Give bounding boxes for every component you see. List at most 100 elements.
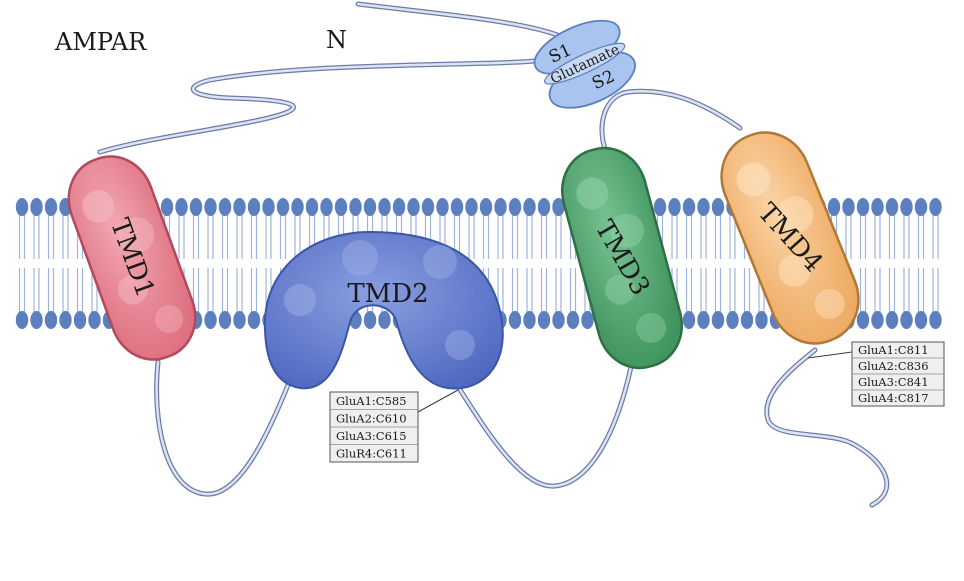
lipid-head [856,198,870,216]
lipid-head [392,198,406,216]
s2-linker-highlight [600,90,742,154]
lipid-head [697,198,710,216]
lipid-head [552,198,565,216]
lipid-head [247,198,261,216]
tmd2-domain: TMD2 [263,230,504,390]
lipid-head [407,198,420,216]
cterm-site-text: GluA3:C841 [858,375,929,389]
lipid-head [755,311,768,329]
loop-tmd1-tmd2-highlight [155,360,292,496]
lipid-head [842,198,855,216]
loop-site-text: GluA1:C585 [336,394,407,408]
lipid-head [189,198,203,216]
lipid-head [247,311,261,329]
lipid-head [871,311,884,329]
lipid-head [914,198,928,216]
lipid-head [929,311,942,329]
lipid-head [349,198,362,216]
lipid-head [204,311,217,329]
lipid-head [59,311,72,329]
lipid-head [262,198,275,216]
tmd1-domain: TMD1 [67,155,197,361]
loop-tmd2-tmd3-highlight [453,360,634,488]
loop-site-text: GluR4:C611 [336,447,407,461]
lipid-head [233,311,246,329]
lipid-head [711,311,725,329]
loop-site-text: GluA3:C615 [336,429,407,443]
lipid-head [523,198,536,216]
lipid-head [900,198,913,216]
lipid-head [73,311,87,329]
cterm-site-text: GluA4:C817 [858,391,929,405]
lipid-head [871,198,884,216]
lipid-head [711,198,725,216]
cterm-site-text: GluA1:C811 [858,343,929,357]
lipid-head [900,311,913,329]
lipid-head [465,198,478,216]
lipid-head [914,311,928,329]
lipid-head [450,198,464,216]
lipid-head [697,311,710,329]
lipid-head [15,198,29,216]
lipid-head [334,198,348,216]
lipid-head [494,198,507,216]
lipid-head [885,198,899,216]
lipid-head [552,311,565,329]
lipid-head [30,311,43,329]
lipid-head [291,198,304,216]
lipid-head [44,311,58,329]
lipid-head [682,198,696,216]
diagram-title: AMPAR [54,28,147,56]
lipid-head [30,198,43,216]
lipid-head [929,198,942,216]
tmd3-domain: TMD3 [560,146,684,370]
lipid-head [566,311,580,329]
cysteine-site-box-loop: GluA1:C585 GluA2:C610 GluA3:C615 GluR4:C… [329,389,459,463]
polypeptide-chain [97,1,890,508]
lipid-head [88,311,101,329]
glutamate-ligand [544,42,626,85]
cysteine-site-box-cterm: GluA1:C811 GluA2:C836 GluA3:C841 GluA4:C… [807,341,945,407]
lipid-head [581,311,594,329]
lipid-head [523,311,536,329]
lipid-head [740,311,754,329]
lipid-head [682,311,696,329]
lipid-head [363,198,377,216]
lipid-head [856,311,870,329]
lipid-head [479,198,493,216]
lipid-head [204,198,217,216]
tmd4-domain: TMD4 [720,131,860,345]
n-terminus-label: N [326,26,347,54]
ligand-binding-domain: S1 Glutamate S2 [533,19,636,109]
lipid-head [508,198,522,216]
lipid-head [15,311,29,329]
cterm-callout-line [807,351,853,359]
lipid-head [378,198,391,216]
lipid-head [421,198,435,216]
cterm-site-text: GluA2:C836 [858,359,929,373]
lipid-head [537,311,551,329]
lipid-head [668,198,681,216]
s2-linker [599,88,743,155]
lipid-head [218,198,232,216]
c-terminal-strand-highlight [765,348,888,507]
loop-site-text: GluA2:C610 [336,412,407,426]
lipid-head [175,198,188,216]
lipid-head [653,198,667,216]
lipid-head [218,311,232,329]
lipid-head [508,311,522,329]
n-terminal-strand-highlight [98,2,572,154]
lipid-head [44,198,58,216]
lipid-head [885,311,899,329]
lipid-head [726,311,739,329]
lipid-head [305,198,319,216]
lipid-head [233,198,246,216]
lipid-head [378,311,391,329]
lipid-head [537,198,551,216]
lipid-head [827,198,841,216]
lipid-head [436,198,449,216]
lipid-head [320,198,333,216]
tmd2-label: TMD2 [347,279,428,309]
lipid-head [160,198,174,216]
